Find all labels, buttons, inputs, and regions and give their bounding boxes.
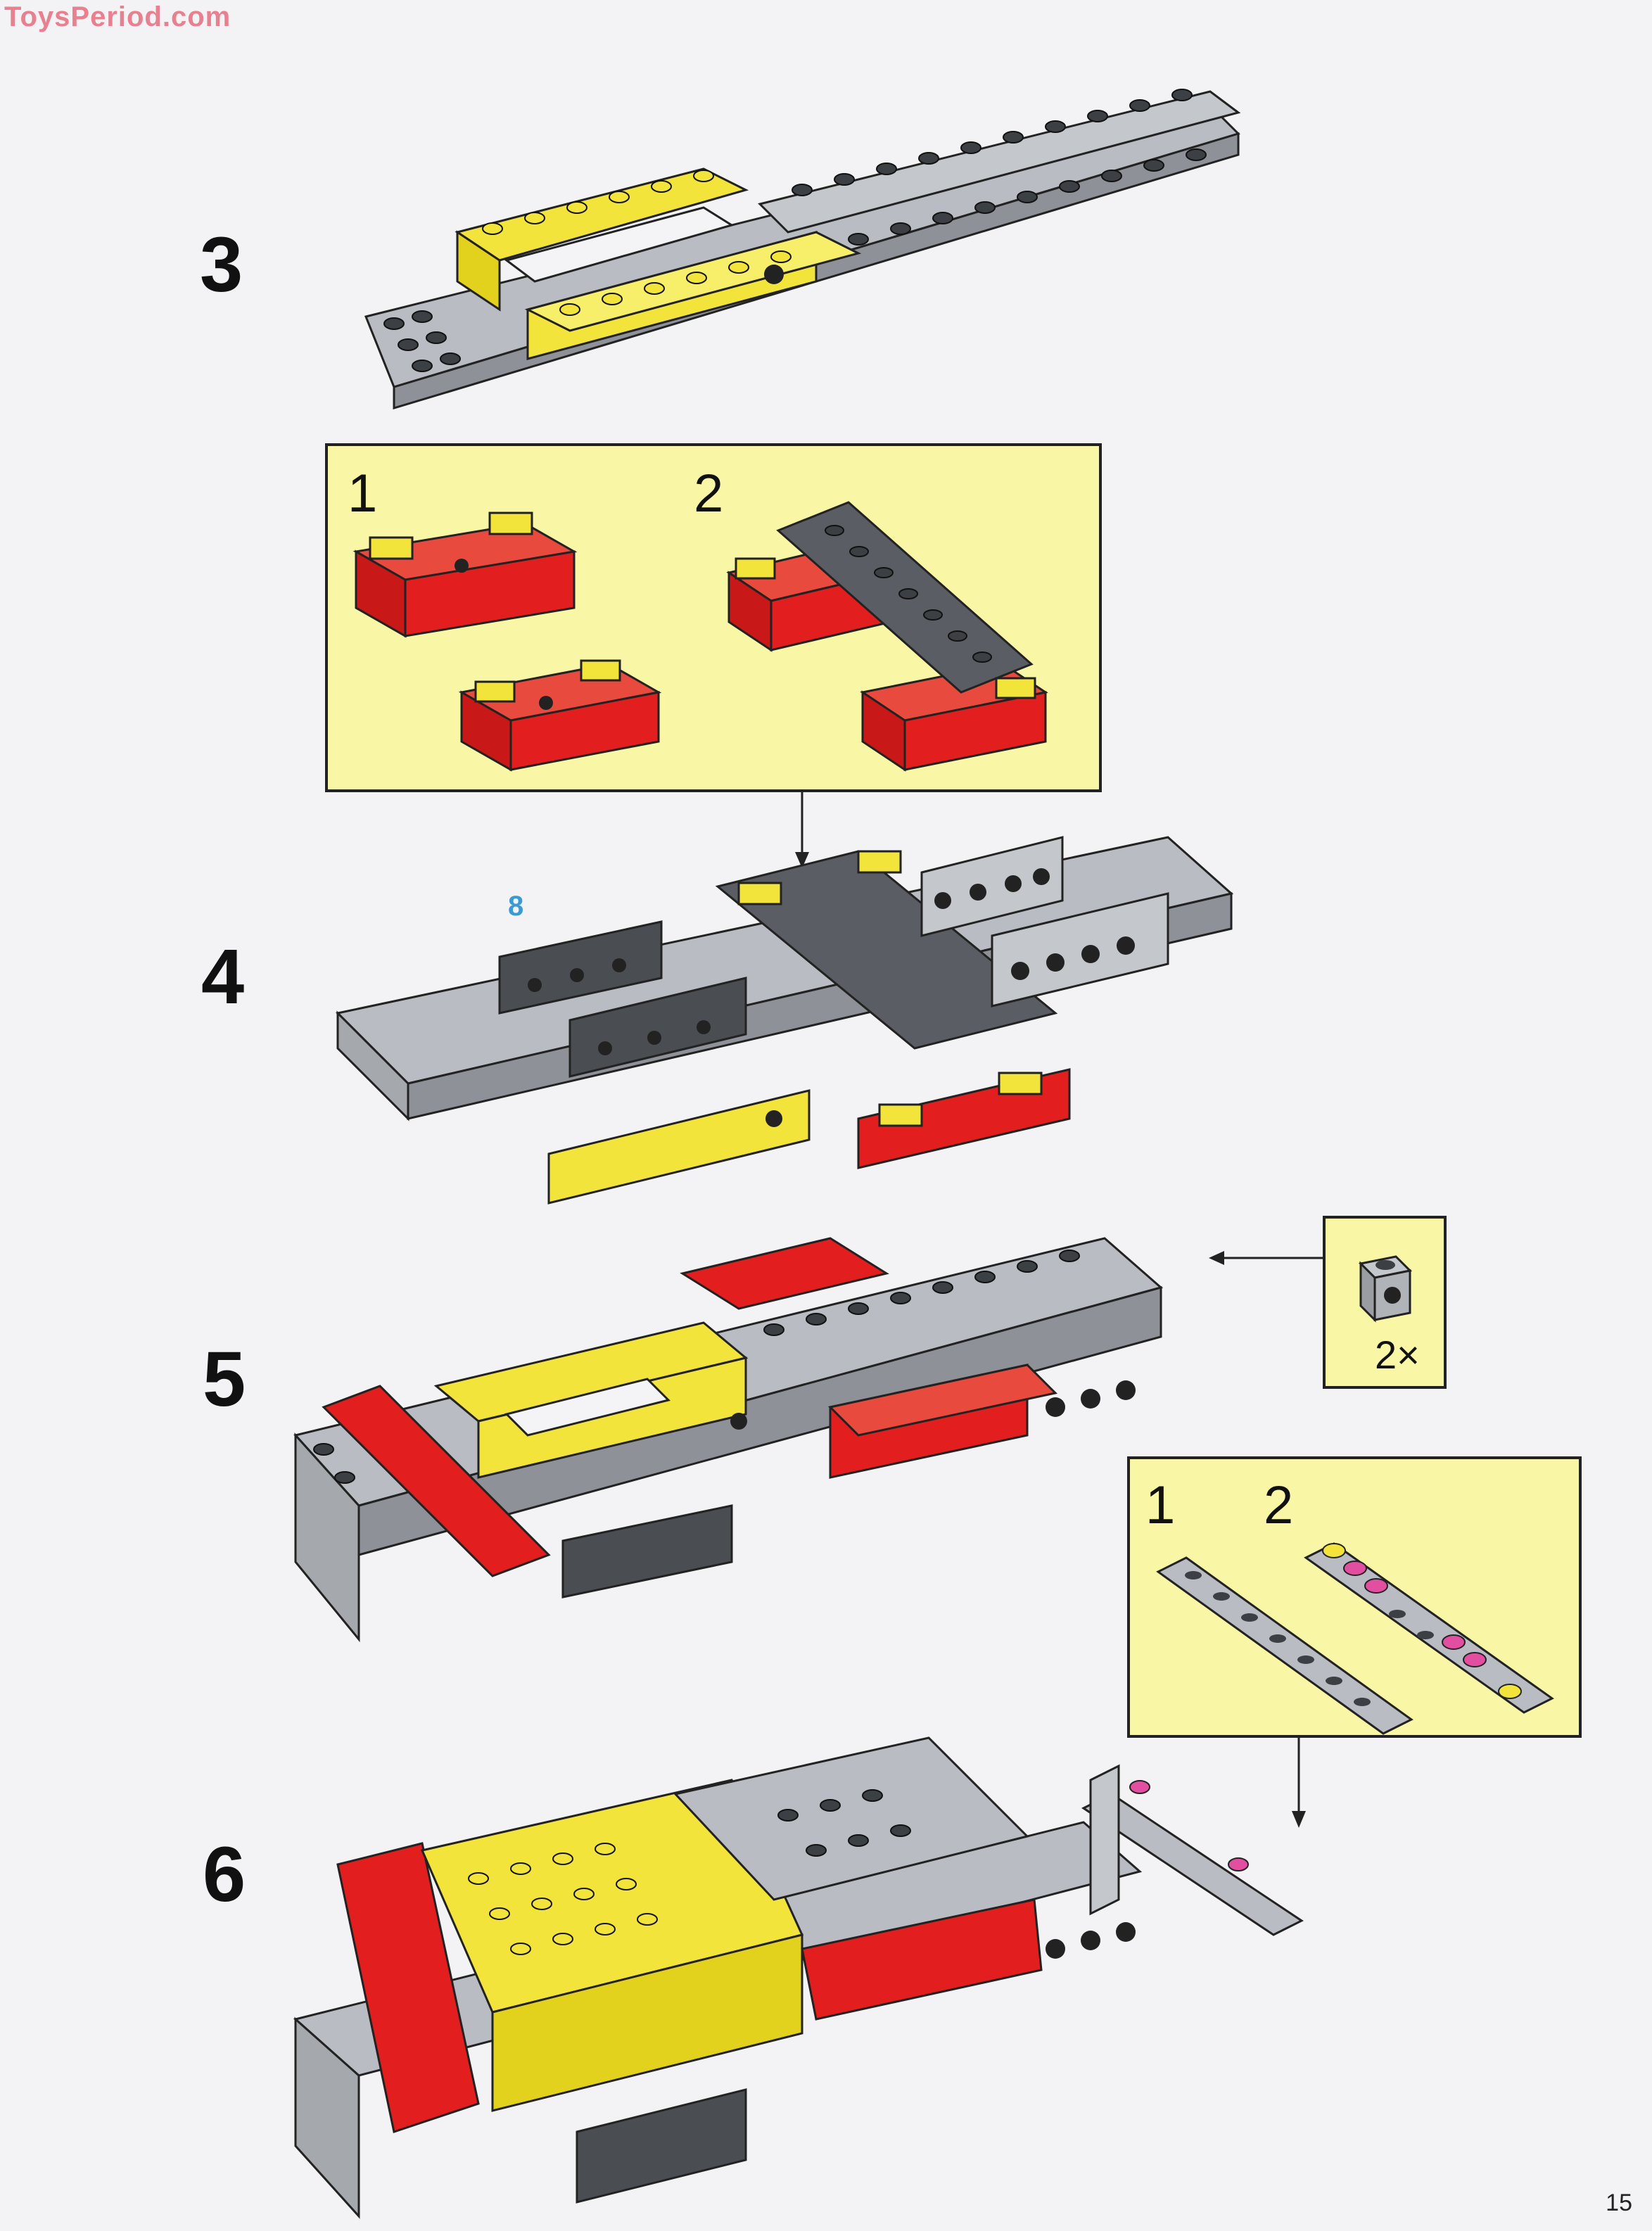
step5-callout-arrow	[1209, 1251, 1324, 1265]
callout-quantity: 2×	[1375, 1333, 1420, 1377]
step6-callout-arrow	[1292, 1738, 1306, 1828]
step-number-3: 3	[200, 222, 243, 308]
callout-substep-1: 1	[348, 464, 378, 523]
step4-callout-panel: 1 2	[325, 443, 1102, 792]
bracket-piece-icon	[1358, 1255, 1413, 1323]
step-number-5: 5	[203, 1336, 246, 1423]
callout-substep-2: 2	[1264, 1475, 1294, 1535]
step6-callout-panel: 1 2	[1127, 1456, 1582, 1738]
step3-assembly-illustration	[364, 89, 1241, 410]
step5-callout-panel: 2×	[1323, 1216, 1447, 1389]
callout-substep-2: 2	[694, 464, 724, 523]
part-reference-number: 8	[508, 891, 524, 922]
step6-assembly-illustration	[293, 1736, 1304, 2219]
step-number-4: 4	[201, 934, 245, 1020]
step4-assembly-illustration	[335, 836, 1234, 1205]
step-number-6: 6	[203, 1831, 246, 1918]
callout-substep-1-illustration	[352, 511, 662, 772]
page-number: 15	[1606, 2189, 1632, 2216]
step5-assembly-illustration	[293, 1237, 1164, 1643]
callout-substep-2-illustration	[726, 501, 1048, 772]
watermark-text: ToysPeriod.com	[4, 1, 231, 32]
callout-substep-1: 1	[1145, 1475, 1176, 1535]
callout-plate-illustrations	[1156, 1542, 1554, 1735]
step4-callout-arrow	[795, 792, 809, 868]
